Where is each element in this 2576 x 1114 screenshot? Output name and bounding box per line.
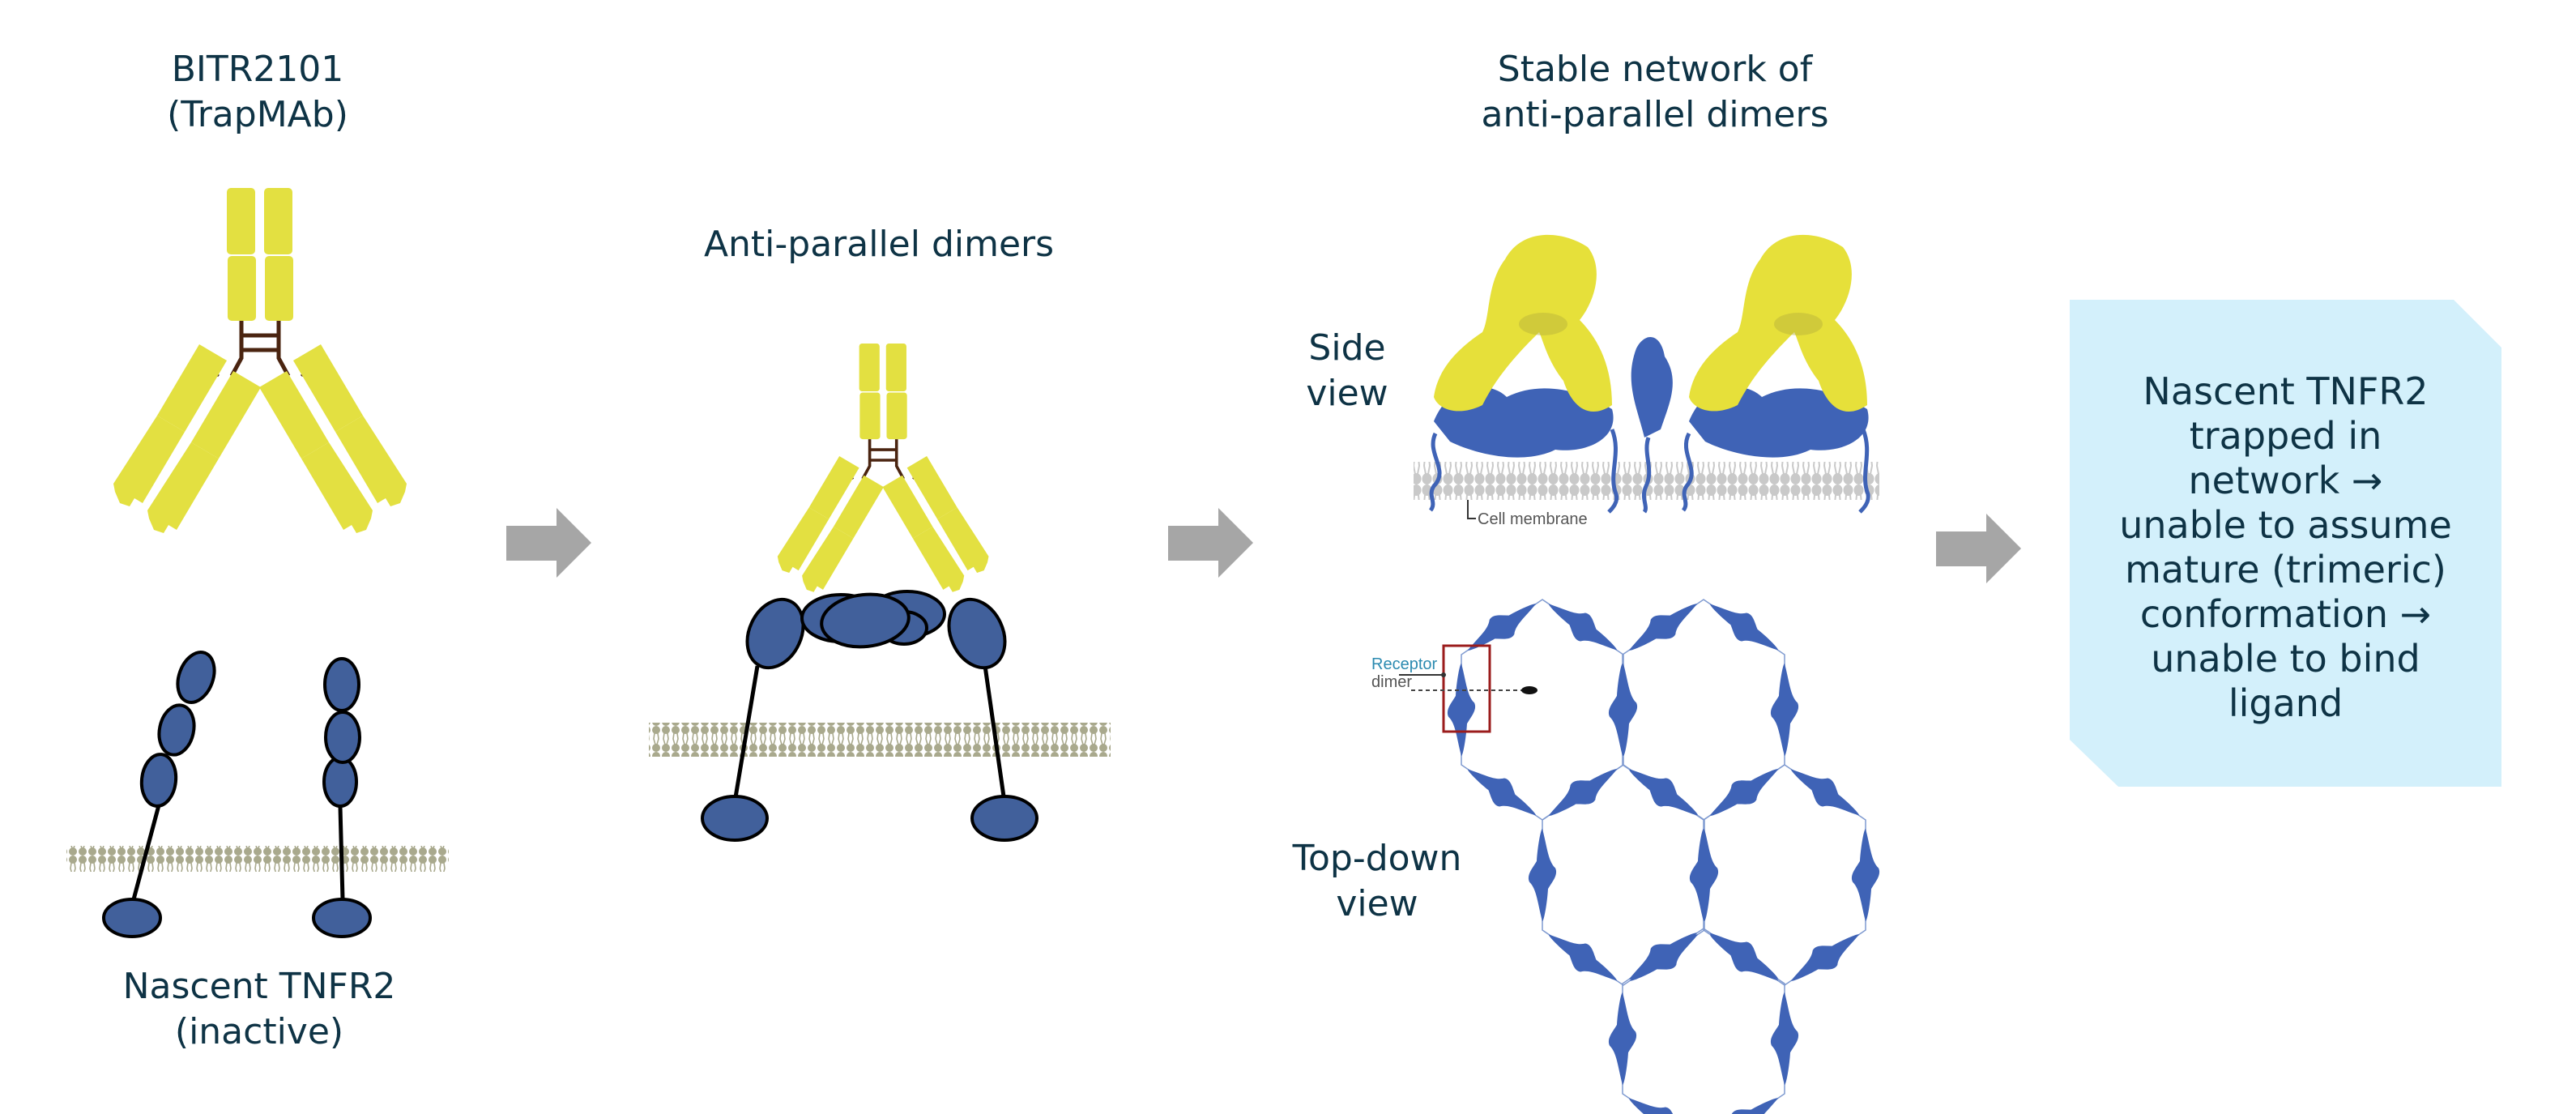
- outcome-line: conformation →: [2139, 592, 2432, 636]
- outcome-line: Nascent TNFR2: [2143, 369, 2429, 413]
- receptor-dimer: [1690, 828, 1717, 922]
- receptor-dimer: [1709, 604, 1779, 651]
- receptor-domain: [176, 651, 216, 704]
- receptor-domain: [323, 657, 360, 712]
- receptor-dimer: [1771, 992, 1798, 1086]
- side-view-label: Side view: [1306, 327, 1388, 414]
- receptor-dimer: [1609, 992, 1636, 1086]
- receptor-domain: [139, 753, 178, 808]
- receptor-dimer: [1467, 769, 1537, 816]
- trapmab-antibody-icon: [113, 188, 407, 533]
- receptor-dimer: [1790, 769, 1860, 816]
- flow-arrow-2: [1168, 508, 1253, 578]
- receptor-dimer: [1548, 604, 1618, 651]
- intracellular-domain: [102, 898, 162, 938]
- receptor-dimer: [1771, 663, 1798, 757]
- receptor-domain: [324, 711, 361, 764]
- outcome-line: unable to assume: [2119, 503, 2452, 547]
- receptor-dimer: [1609, 663, 1636, 757]
- flow-arrow-1: [506, 508, 591, 578]
- receptor-dimer: [1548, 769, 1618, 816]
- receptor-dimer: [1467, 604, 1537, 651]
- receptor-dimer: [1709, 933, 1779, 980]
- network-title: Stable network of anti-parallel dimers: [1481, 49, 1829, 135]
- side-view-structure-image: [1414, 234, 1879, 519]
- receptor-dimer-label: Receptor dimer: [1371, 655, 1438, 691]
- outcome-box: Nascent TNFR2 trapped in network → unabl…: [2070, 300, 2501, 787]
- receptor-dimer: [1629, 769, 1699, 816]
- top-down-view-label: Top-down view: [1292, 838, 1462, 924]
- membrane-bilayer: [649, 723, 1111, 757]
- nascent-tnfr2-label: Nascent TNFR2 (inactive): [122, 966, 396, 1052]
- anti-parallel-dimer-icon: [649, 344, 1111, 842]
- outcome-line: mature (trimeric): [2125, 548, 2446, 591]
- receptor-dimer: [1628, 933, 1698, 980]
- receptor-dimer: [1852, 828, 1879, 922]
- membrane-bilayer: [66, 846, 449, 872]
- receptor-dimer: [1790, 934, 1860, 981]
- dimers-title: Anti-parallel dimers: [703, 224, 1055, 265]
- cell-membrane-label: Cell membrane: [1478, 510, 1588, 528]
- receptor-dimer: [1548, 934, 1618, 981]
- callout-line: [1467, 500, 1476, 519]
- receptor-dimer: [1628, 1098, 1698, 1114]
- antibody-title: BITR2101 (TrapMAb): [167, 49, 348, 135]
- twofold-axis-symbol: [1521, 686, 1537, 694]
- nascent-tnfr2-icon: [66, 651, 449, 938]
- receptor-dimer: [1448, 663, 1475, 757]
- intracellular-domain: [312, 898, 372, 938]
- outcome-line: ligand: [2228, 681, 2344, 725]
- receptor-domain: [322, 756, 358, 808]
- receptor-dimer-highlight: [1399, 644, 1537, 733]
- receptor-domain: [157, 703, 196, 757]
- outcome-text: Nascent TNFR2 trapped in network → unabl…: [2070, 369, 2501, 726]
- receptor-dimer: [1628, 604, 1698, 651]
- receptor-dimer: [1709, 1098, 1779, 1114]
- receptor-dimer: [1529, 828, 1556, 922]
- top-down-network-image: [1448, 599, 1879, 1114]
- receptor-dimer: [1709, 769, 1779, 816]
- outcome-line: unable to bind: [2151, 637, 2420, 681]
- outcome-line: network →: [2188, 459, 2383, 502]
- flow-arrow-3: [1936, 514, 2021, 583]
- outcome-line: trapped in: [2189, 414, 2382, 458]
